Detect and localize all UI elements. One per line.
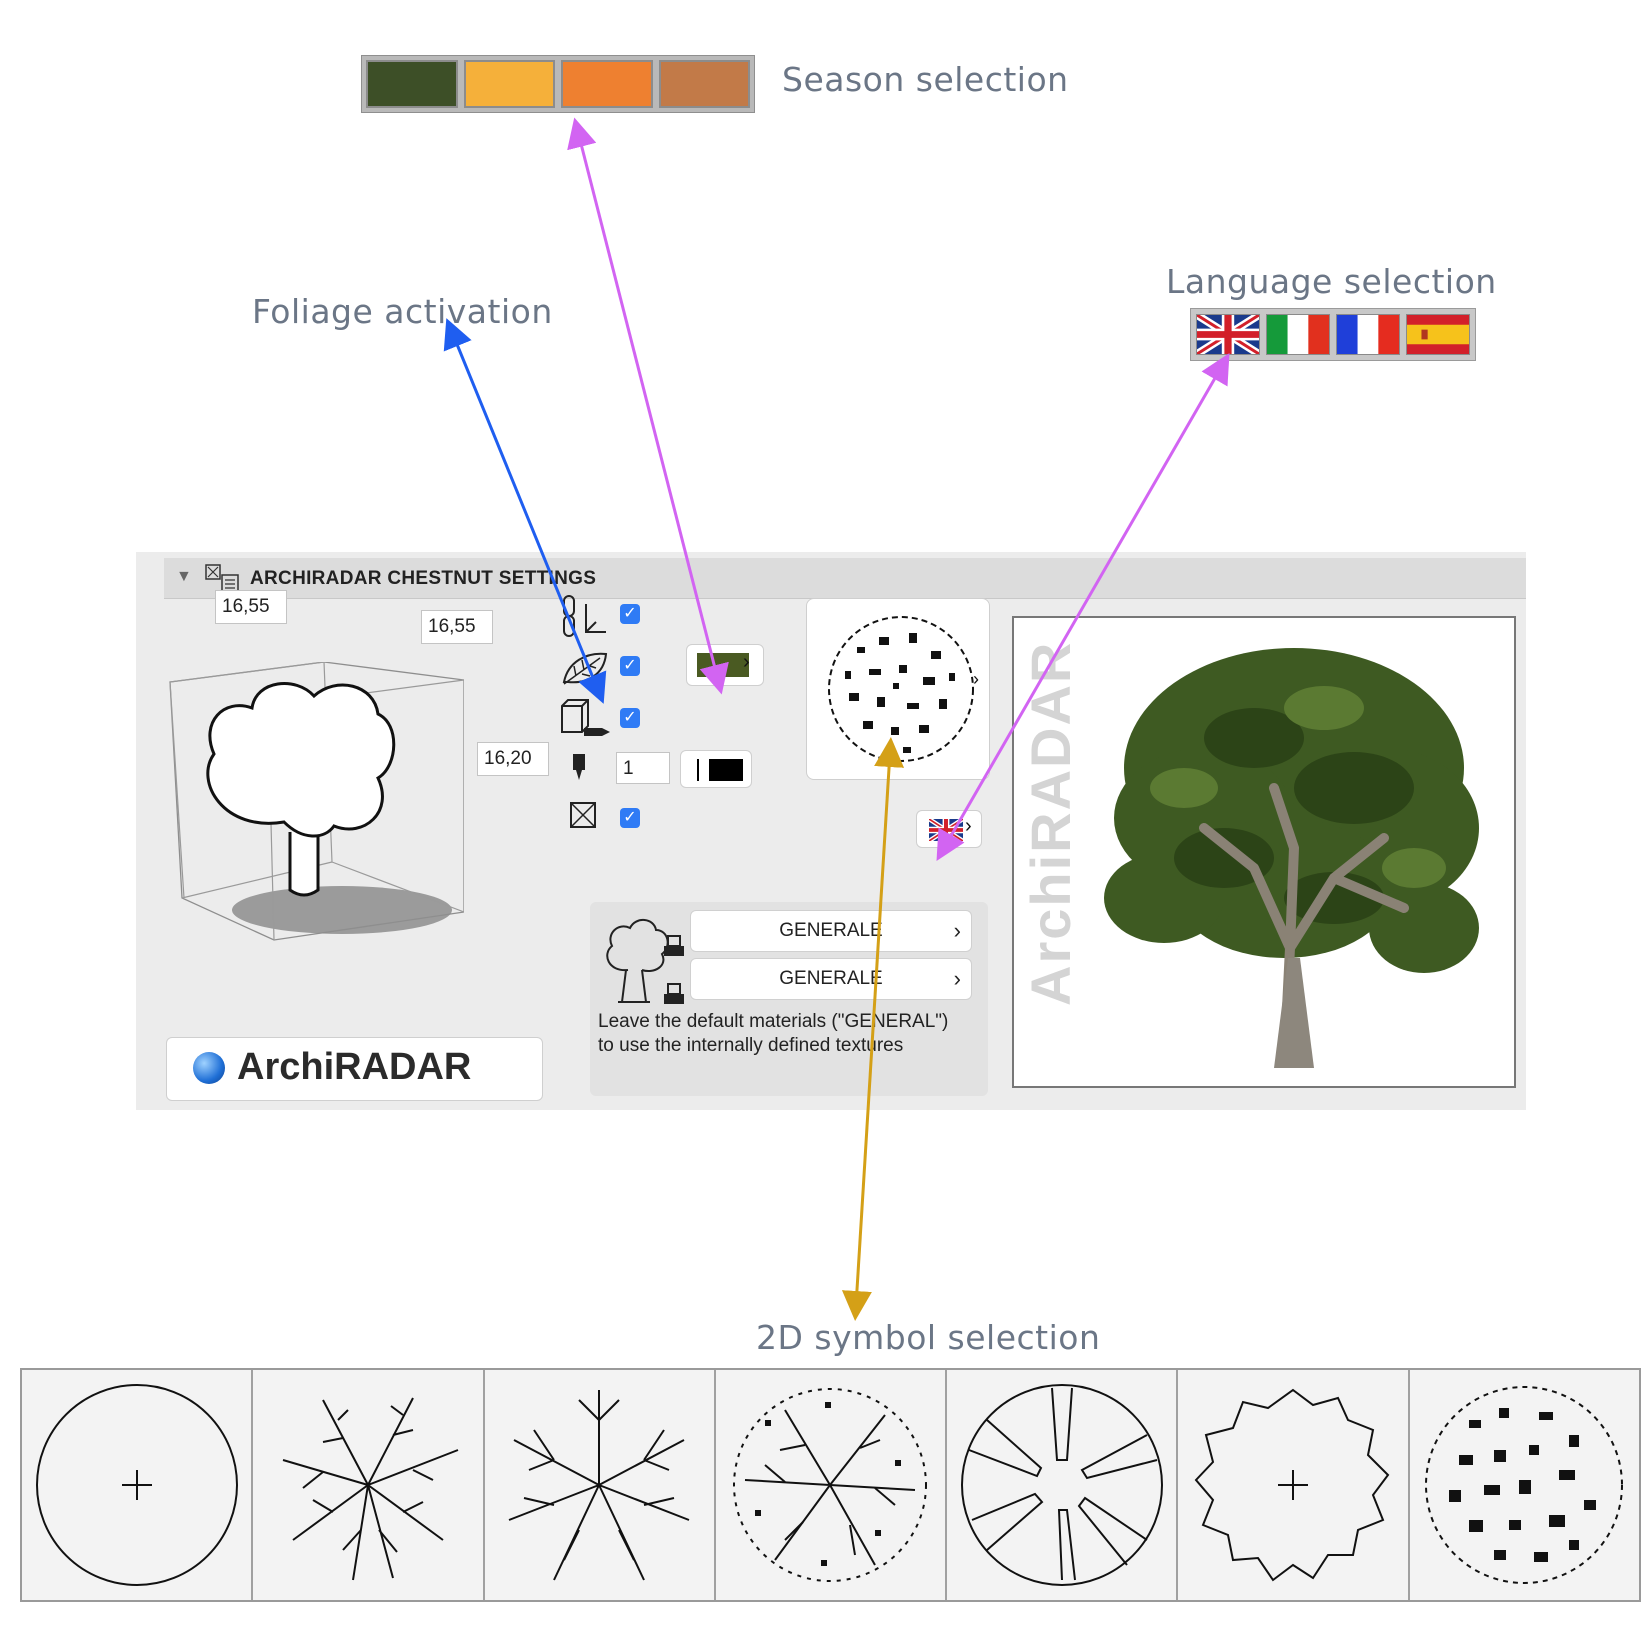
chevron-right-icon: › [953, 966, 961, 991]
outline-cross-symbol[interactable] [1178, 1370, 1410, 1600]
tree-box-diagram [169, 662, 464, 941]
season-swatch-autumn[interactable] [561, 60, 653, 108]
season-selection-label: Season selection [782, 60, 1069, 99]
foliage-arrow [443, 318, 607, 704]
pen-icon [573, 754, 585, 780]
spain-flag-icon[interactable] [1406, 314, 1470, 355]
width-input[interactable]: 16,55 [215, 590, 287, 624]
foliage-material-button[interactable]: GENERALE › [690, 910, 972, 952]
season-swatch-summer[interactable] [366, 60, 458, 108]
foliage-texture-symbol[interactable] [1410, 1370, 1639, 1600]
branch-symbol-2[interactable] [485, 1370, 716, 1600]
symbol-2d-selection-label: 2D symbol selection [756, 1318, 1101, 1357]
chevron-right-icon: › [743, 651, 750, 673]
tree-material-icon [606, 919, 684, 1004]
settings-list-icon [205, 564, 239, 592]
uk-flag-icon[interactable] [1196, 314, 1260, 355]
chevron-right-icon: › [953, 918, 961, 943]
branch-symbol-1[interactable] [253, 1370, 485, 1600]
season-swatch-late-autumn[interactable] [658, 60, 750, 108]
crossed-box-icon [570, 802, 596, 828]
symbol-arrow [841, 737, 905, 1321]
circle-cross-symbol[interactable] [22, 1370, 254, 1600]
branch-leaf-symbol[interactable] [716, 1370, 948, 1600]
logo-text: ArchiRADAR [237, 1046, 472, 1088]
outline-checkbox[interactable]: ✓ [620, 808, 640, 828]
radial-segment-symbol[interactable] [947, 1370, 1179, 1600]
shadow-checkbox[interactable]: ✓ [620, 708, 640, 728]
globe-icon [193, 1052, 225, 1084]
pen-number-input[interactable]: 1 [616, 752, 670, 784]
collapse-triangle-icon[interactable]: ▼ [176, 568, 192, 585]
language-arrow [936, 353, 1230, 861]
archiradar-logo[interactable]: ArchiRADAR [166, 1037, 543, 1101]
italy-flag-icon[interactable] [1266, 314, 1330, 355]
height-input[interactable]: 16,20 [477, 742, 549, 776]
language-palette [1190, 308, 1476, 361]
france-flag-icon[interactable] [1336, 314, 1400, 355]
symbol-2d-strip [20, 1368, 1641, 1602]
season-palette [361, 55, 755, 113]
line-type-button[interactable] [680, 750, 752, 788]
season-arrow [567, 117, 729, 695]
season-swatch-early-autumn[interactable] [463, 60, 555, 108]
language-selection-label: Language selection [1166, 262, 1497, 301]
